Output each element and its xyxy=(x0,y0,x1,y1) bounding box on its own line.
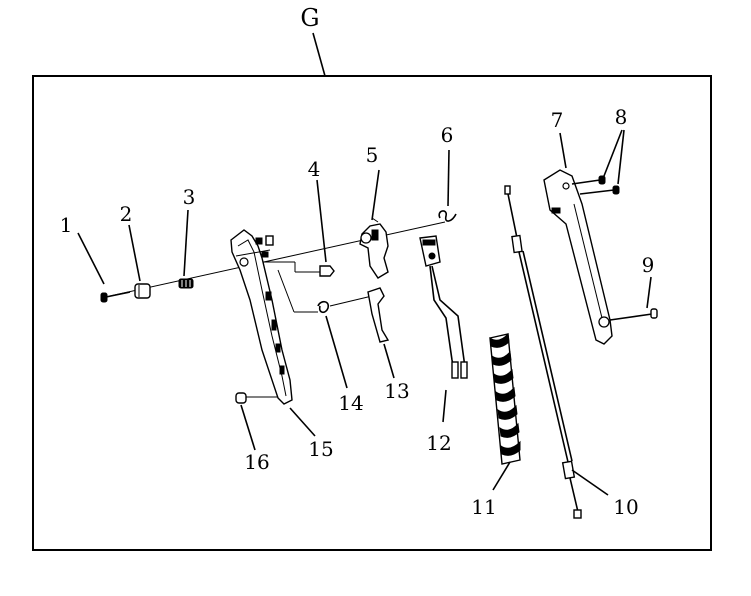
part-1-screw xyxy=(100,291,131,303)
part-8-screws xyxy=(571,175,620,195)
leader-2 xyxy=(128,224,141,282)
callout-4: 4 xyxy=(308,157,321,181)
part-5-lever xyxy=(359,217,389,279)
callout-6: 6 xyxy=(441,123,454,147)
callout-10: 10 xyxy=(613,495,638,519)
callout-11: 11 xyxy=(471,495,496,519)
leader-7 xyxy=(559,132,567,169)
leader-8a xyxy=(603,129,623,177)
leader-6 xyxy=(447,149,450,207)
leader-9 xyxy=(646,276,652,309)
callout-1: 1 xyxy=(60,213,73,237)
leader-1 xyxy=(77,232,105,285)
callout-5: 5 xyxy=(366,143,379,167)
callout-3: 3 xyxy=(183,185,196,209)
callout-16: 16 xyxy=(244,450,269,474)
leader-4 xyxy=(316,179,327,263)
part-11-coil-spring xyxy=(489,332,521,465)
leader-8b xyxy=(617,129,625,185)
part-6-clip xyxy=(438,210,457,222)
callout-13: 13 xyxy=(384,379,409,403)
part-3-spring xyxy=(178,278,194,289)
callout-12: 12 xyxy=(426,431,451,455)
leader-5 xyxy=(371,169,380,221)
callout-8: 8 xyxy=(615,105,628,129)
part-7-cover xyxy=(543,169,613,345)
callout-15: 15 xyxy=(308,437,333,461)
group-label: G xyxy=(300,4,319,32)
leader-3 xyxy=(183,209,189,277)
part-10-rod xyxy=(504,185,582,519)
part-14-spring-clip xyxy=(317,300,330,314)
leader-16 xyxy=(240,404,256,451)
diagram-frame xyxy=(32,75,712,551)
callout-7: 7 xyxy=(551,108,564,132)
callout-2: 2 xyxy=(120,202,133,226)
leader-15 xyxy=(289,407,316,437)
part-4-pin xyxy=(319,265,335,277)
part-9-screw xyxy=(609,308,658,321)
part-2-bushing xyxy=(134,283,151,299)
part-16-nut xyxy=(235,392,247,404)
part-13-guide-line xyxy=(329,295,373,307)
leader-14 xyxy=(325,315,348,389)
leader-10 xyxy=(571,469,609,496)
part-14-guide-line xyxy=(277,269,295,313)
leader-11 xyxy=(492,461,511,491)
group-label-leader xyxy=(312,32,326,77)
assembly-axis-line xyxy=(109,221,446,297)
part-15-frame-plate xyxy=(230,229,293,405)
callout-9: 9 xyxy=(642,253,655,277)
leader-13 xyxy=(383,343,395,379)
leader-12 xyxy=(442,389,447,423)
callout-14: 14 xyxy=(338,391,363,415)
part-13-latch xyxy=(367,287,390,343)
part-12-switch xyxy=(419,235,468,379)
